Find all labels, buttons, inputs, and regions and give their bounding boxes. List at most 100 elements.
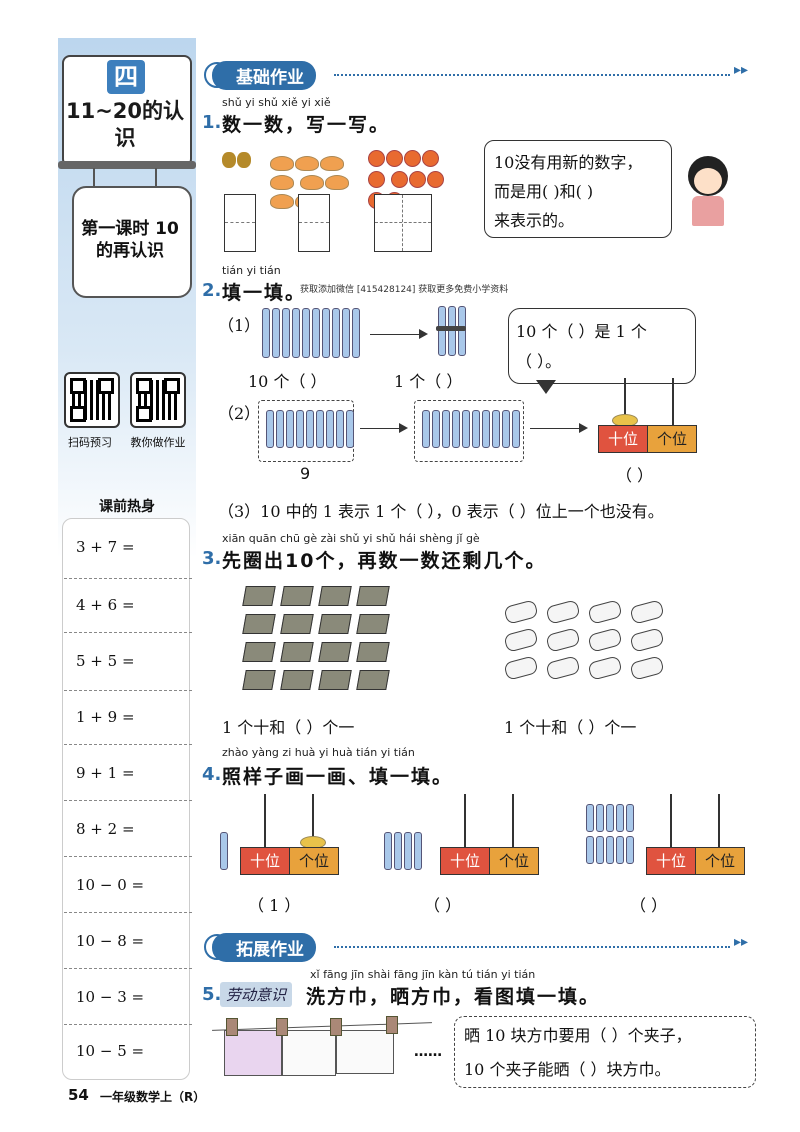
eraser-icon	[503, 627, 539, 653]
qr-finder	[70, 378, 86, 394]
eraser-icon	[545, 599, 581, 625]
watermark: 获取添加微信 [415428124] 获取更多免费小学资料	[300, 285, 509, 295]
q1-bubble-text: 10没有用新的数字， 而是用( )和( ) 来表示的。	[494, 148, 642, 235]
place-ten-label: 十位	[440, 847, 490, 875]
stick	[302, 308, 310, 358]
square-cloth	[224, 1030, 282, 1076]
q4-answer-3[interactable]: （ ）	[630, 896, 668, 915]
stick	[616, 804, 624, 832]
divider	[64, 632, 192, 633]
bun-icon	[300, 175, 325, 190]
eraser-icon	[545, 655, 581, 681]
clip-icon	[386, 1016, 398, 1034]
stick	[482, 410, 490, 448]
q2-bubble-line2[interactable]: （ ）。	[516, 352, 562, 371]
sharpener-icon	[280, 614, 314, 634]
q5-line2[interactable]: 10 个夹子能晒（ ）块方巾。	[464, 1060, 671, 1079]
stick	[422, 410, 430, 448]
place-ten-text: 十位	[249, 852, 280, 870]
bundle-icon	[436, 306, 472, 356]
warmup-equation: 10 − 0 =	[76, 876, 145, 894]
q2-pinyin: tián yi tián	[222, 264, 281, 277]
eraser-icon	[587, 655, 623, 681]
stick	[606, 804, 614, 832]
q3-right-answer[interactable]: 1 个十和（ ）个一	[504, 718, 637, 737]
sharpener-icon	[356, 586, 390, 606]
q2-part2-answer[interactable]: （ ）	[616, 466, 654, 485]
q2-part3[interactable]: （3）10 中的 1 表示 1 个（ ），0 表示（ ）位上一个也没有。	[218, 502, 664, 521]
place-one-text: 个位	[298, 852, 329, 870]
bun-icon	[270, 156, 294, 171]
tomato-icon	[391, 171, 409, 188]
stick	[220, 832, 228, 870]
eraser-icon	[587, 627, 623, 653]
double-chevron-icon: ▸▸	[734, 934, 749, 950]
q2-part1-right-blank[interactable]: 1 个（ ）	[394, 372, 463, 391]
tomato-icon	[404, 150, 421, 167]
stick	[316, 410, 324, 448]
q2-part2-label: （2）	[218, 404, 261, 423]
sharpener-icon	[242, 670, 276, 690]
q2-part2-count: 9	[300, 464, 311, 483]
q3-pinyin: xiān quān chū gè zài shǔ yi shǔ hái shèn…	[222, 532, 480, 545]
stick	[606, 836, 614, 864]
stick	[492, 410, 500, 448]
place-one-text: 个位	[656, 430, 687, 448]
lesson-title: 第一课时 10的再认识	[81, 219, 179, 261]
q4-answer-2[interactable]: （ ）	[424, 896, 462, 915]
eraser-icon	[629, 599, 665, 625]
q3-left-answer[interactable]: 1 个十和（ ）个一	[222, 718, 355, 737]
tomato-icon	[427, 171, 445, 188]
hanger-hook	[155, 168, 157, 188]
q2-part1-left-blank[interactable]: 10 个（ ）	[248, 372, 327, 391]
q4-pinyin: zhào yàng zi huà yi huà tián yi tián	[222, 746, 415, 759]
q2-part1-label: （1）	[218, 316, 261, 335]
stick	[336, 410, 344, 448]
bun-icon	[320, 156, 344, 171]
eraser-icon	[503, 599, 539, 625]
stick	[326, 410, 334, 448]
bubble-line: 而是用( )和( )	[494, 182, 594, 201]
stick	[512, 410, 520, 448]
q1-pinyin: shǔ yi shǔ xiě yi xiě	[222, 96, 331, 109]
writing-box[interactable]	[298, 194, 330, 252]
qr-finder	[136, 378, 152, 394]
stick	[596, 804, 604, 832]
arrow-right-icon	[360, 423, 408, 433]
writing-box[interactable]	[224, 194, 256, 252]
warmup-equation: 4 + 6 =	[76, 596, 135, 614]
qr-finder	[98, 378, 114, 394]
clip-icon	[330, 1018, 342, 1036]
writing-box[interactable]	[374, 194, 432, 252]
sharpener-icon	[356, 642, 390, 662]
warmup-equation: 10 − 5 =	[76, 1042, 145, 1060]
square-cloth	[282, 1030, 336, 1076]
stick	[332, 308, 340, 358]
warmup-equation: 9 + 1 =	[76, 764, 135, 782]
warmup-equation: 10 − 8 =	[76, 932, 145, 950]
sharpener-icon	[242, 586, 276, 606]
stick	[276, 410, 284, 448]
section-title-basic: 基础作业	[212, 61, 316, 90]
stick-single	[220, 832, 230, 874]
stick	[272, 308, 280, 358]
stick	[322, 308, 330, 358]
q5-line1[interactable]: 晒 10 块方巾要用（ ）个夹子，	[464, 1026, 692, 1045]
nine-sticks	[266, 410, 356, 452]
stick	[414, 832, 422, 870]
qr-code-preview[interactable]	[64, 372, 120, 428]
place-one-text: 个位	[704, 852, 735, 870]
sharpener-icon	[318, 670, 352, 690]
bubble-tail	[536, 380, 556, 394]
section-divider	[334, 74, 730, 76]
stick	[586, 836, 594, 864]
abacus-rod	[624, 378, 626, 426]
divider	[64, 578, 192, 579]
hanger-hook	[93, 168, 95, 188]
qr-label-homework: 教你做作业	[130, 436, 186, 449]
eraser-icon	[587, 599, 623, 625]
arrow-right-icon	[370, 329, 428, 339]
place-one-label: 个位	[289, 847, 339, 875]
tomato-icon	[422, 150, 439, 167]
qr-code-homework[interactable]	[130, 372, 186, 428]
